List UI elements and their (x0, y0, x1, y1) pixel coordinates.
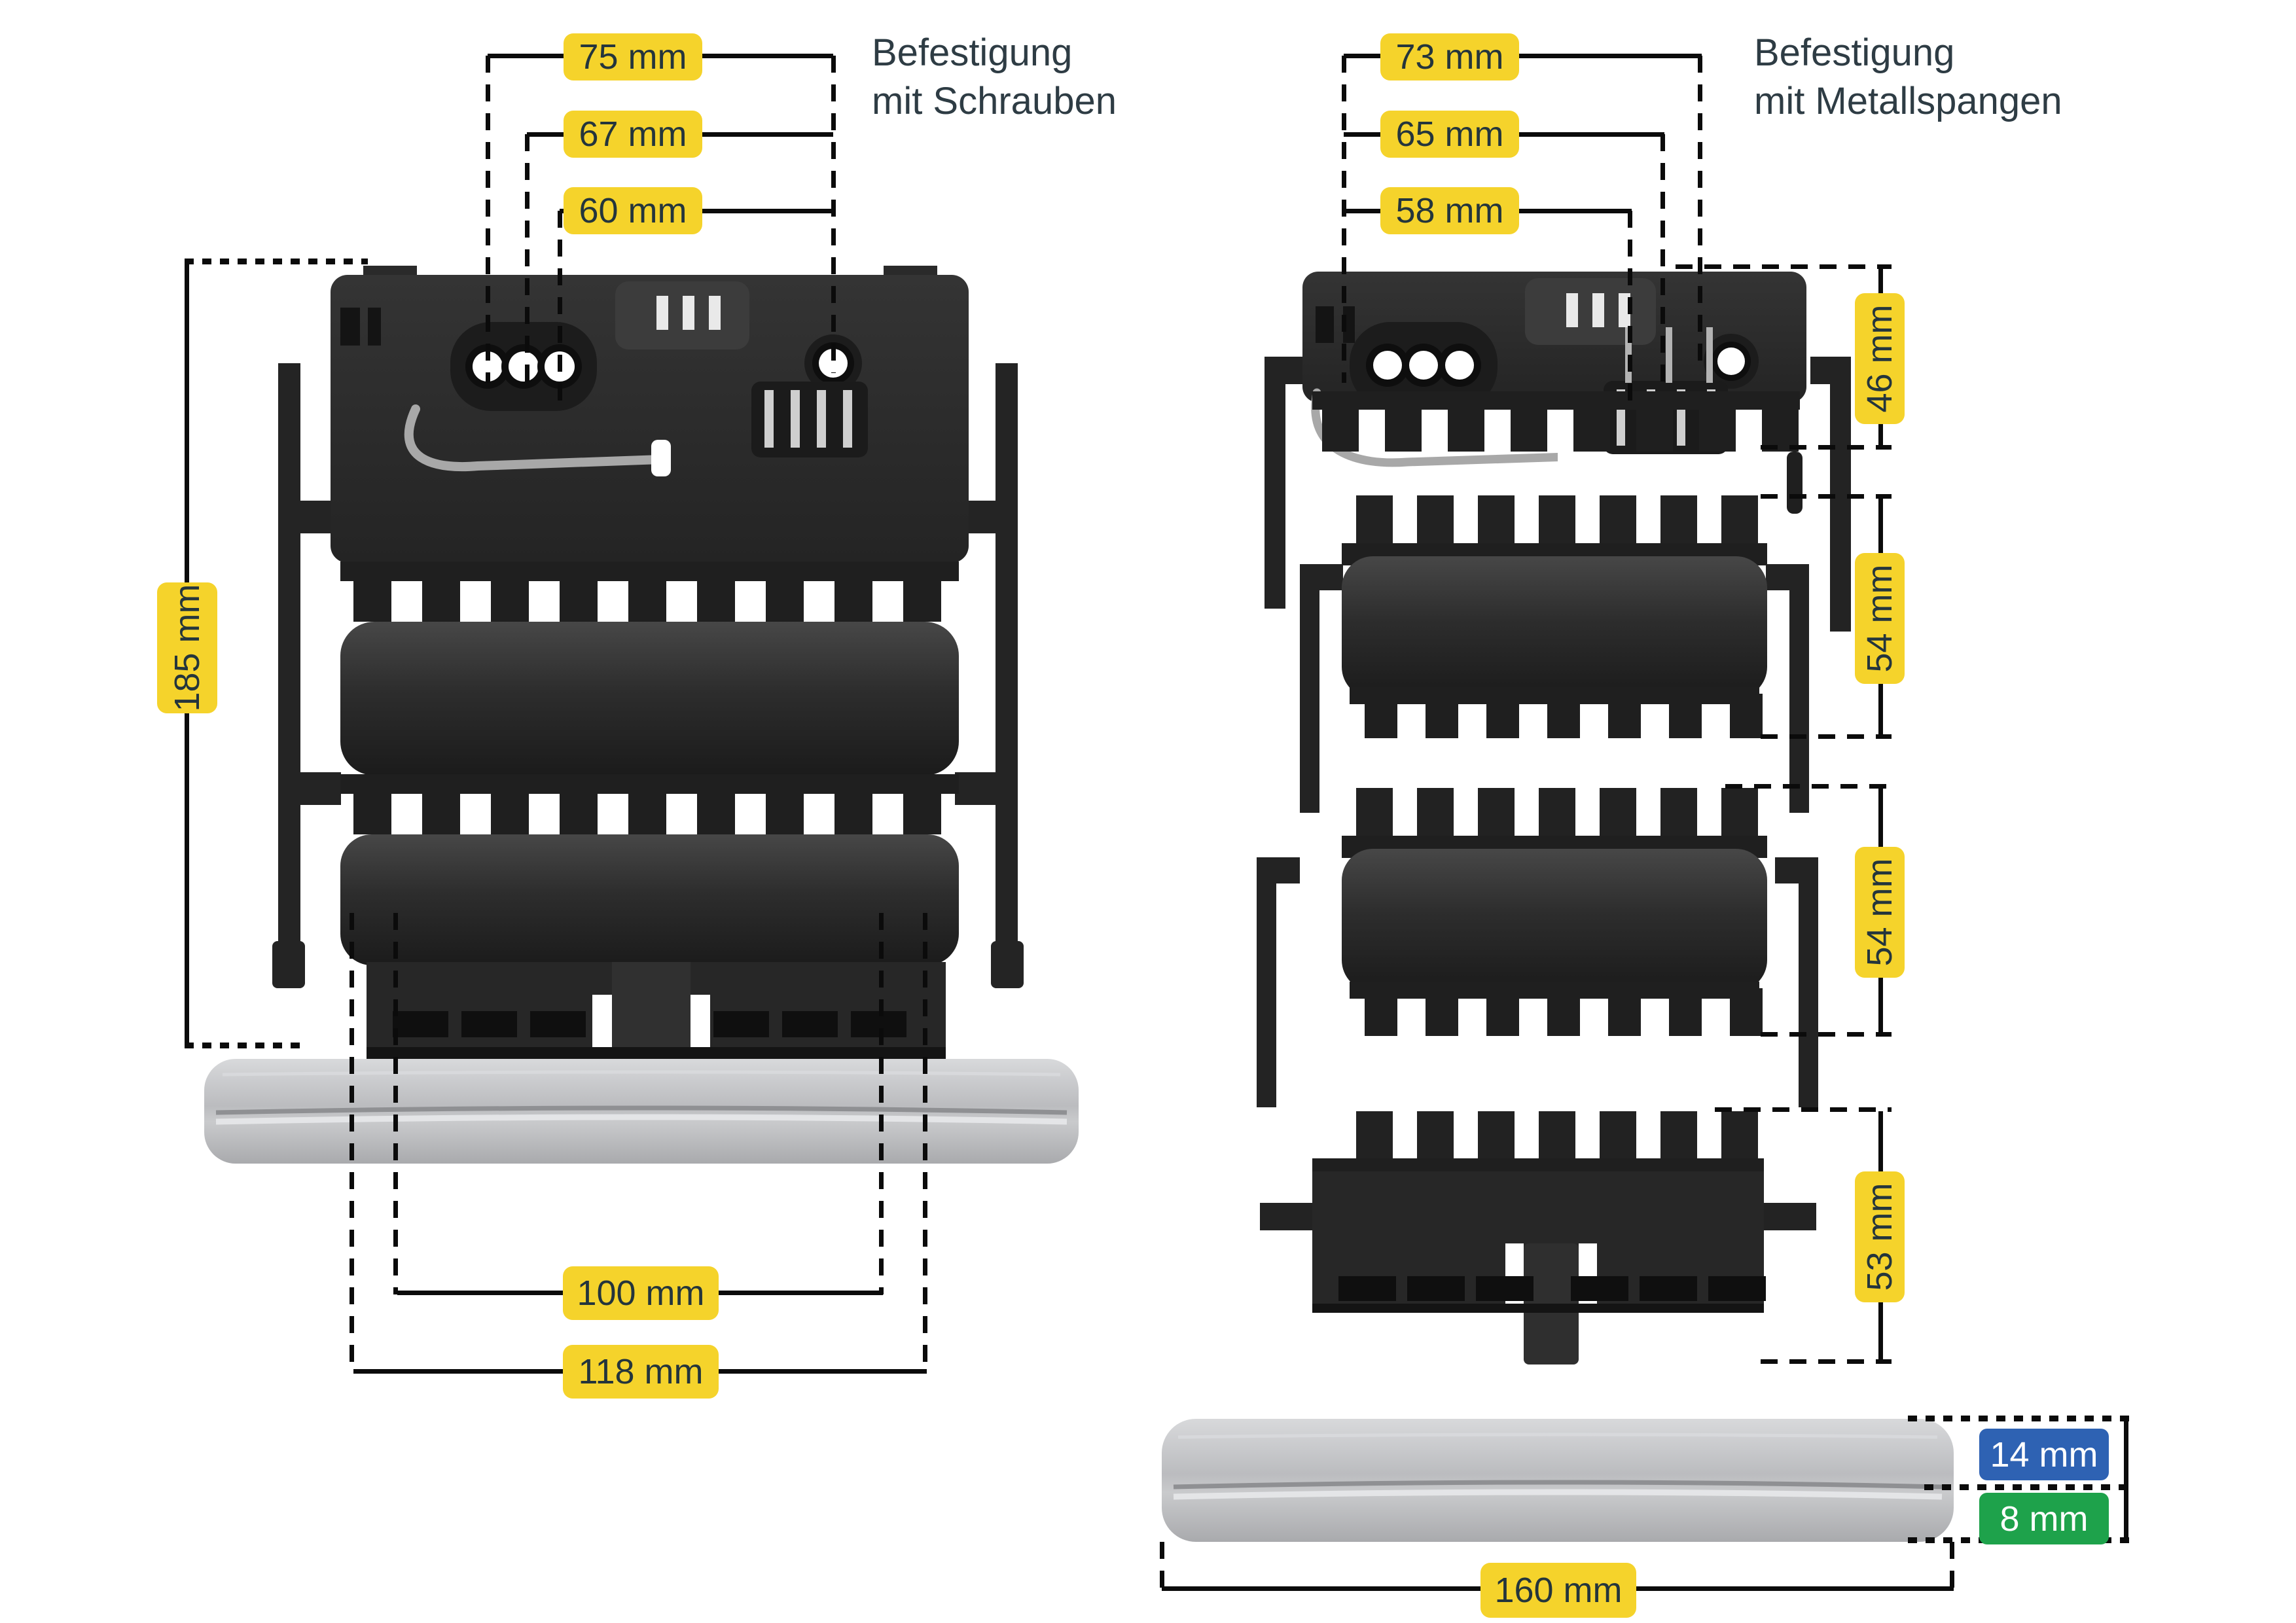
ext-line-rail-lip (1924, 1484, 2129, 1490)
ext-line-185mm-top (185, 259, 368, 264)
dim-badge-58mm: 58 mm (1380, 187, 1519, 234)
dim-line-73mm (1344, 54, 1702, 58)
left-aluminium-rail (204, 1059, 1079, 1164)
left-clamp-barrel-2 (340, 834, 959, 965)
left-title-line1: Befestigung (872, 31, 1073, 74)
dim-badge-185mm: 185 mm (157, 582, 217, 713)
right-view-title: Befestigung mit Metallspangen (1754, 29, 2062, 126)
ext-line-160mm-left (1160, 1542, 1164, 1592)
dim-badge-53mm: 53 mm (1855, 1171, 1905, 1302)
ext-line-left-right-hole (831, 56, 836, 373)
ext-line-54l-bottom (1761, 1032, 1892, 1037)
ext-line-54u-top (1761, 494, 1892, 499)
dim-badge-60mm: 60 mm (564, 187, 702, 234)
ext-line-54u-bottom (1761, 734, 1892, 739)
ext-line-75mm-left (486, 56, 490, 383)
ext-line-67mm-left (525, 134, 529, 393)
ext-line-53mm-top (1715, 1107, 1892, 1112)
left-side-rails (272, 363, 1024, 988)
dim-badge-118mm: 118 mm (563, 1345, 719, 1399)
dim-badge-65mm: 65 mm (1380, 111, 1519, 158)
right-part-head (1265, 272, 1851, 632)
left-clamp-barrel-1 (340, 622, 959, 776)
clip-mount-exploded-illustration (1162, 272, 1954, 1542)
dim-badge-54mm-lower: 54 mm (1855, 847, 1905, 978)
right-aluminium-rail (1162, 1419, 1954, 1542)
ext-line-160mm-right (1950, 1542, 1954, 1592)
dim-badge-160mm: 160 mm (1480, 1563, 1636, 1618)
right-title-line1: Befestigung (1754, 31, 1955, 74)
ext-line-right-shared-left (1342, 56, 1346, 383)
dim-badge-73mm: 73 mm (1380, 33, 1519, 80)
ext-line-53mm-bottom (1761, 1359, 1892, 1364)
dim-badge-8mm: 8 mm (1979, 1493, 2109, 1544)
right-title-line2: mit Metallspangen (1754, 80, 2062, 122)
left-teeth-row-2 (340, 774, 959, 834)
ext-line-100mm-right (879, 913, 884, 1294)
right-part-clamp-upper (1300, 495, 1809, 813)
dim-badge-46mm: 46 mm (1855, 293, 1905, 424)
ext-line-73mm-right (1698, 56, 1702, 363)
dim-line-14mm (2124, 1418, 2128, 1542)
ext-line-118mm-right (923, 913, 927, 1373)
left-view-title: Befestigung mit Schrauben (872, 29, 1117, 126)
ext-line-54l-top (1725, 784, 1892, 789)
ext-line-60mm-left (558, 211, 562, 402)
ext-line-65mm-right (1660, 134, 1665, 393)
ext-line-58mm-right (1628, 211, 1632, 402)
ext-line-185mm-bottom (185, 1043, 302, 1048)
ext-line-100mm-left (393, 913, 398, 1294)
dim-badge-14mm: 14 mm (1979, 1429, 2109, 1480)
ext-line-118mm-left (350, 913, 354, 1373)
left-base-block (367, 962, 946, 1059)
right-part-base (1260, 1111, 1816, 1364)
dim-badge-54mm-upper: 54 mm (1855, 553, 1905, 684)
left-teeth-row-1 (340, 562, 959, 622)
dim-badge-67mm: 67 mm (564, 111, 702, 158)
left-mounting-plate (331, 266, 969, 563)
right-part-clamp-lower (1257, 788, 1818, 1107)
dim-badge-100mm: 100 mm (563, 1266, 719, 1320)
screw-mount-assembly-illustration (204, 266, 1079, 1164)
left-title-line2: mit Schrauben (872, 80, 1117, 122)
ext-line-rail-top (1908, 1416, 2129, 1421)
ext-line-46mm-top (1676, 264, 1892, 269)
dim-badge-75mm: 75 mm (564, 33, 702, 80)
ext-line-46mm-bottom (1761, 445, 1892, 450)
